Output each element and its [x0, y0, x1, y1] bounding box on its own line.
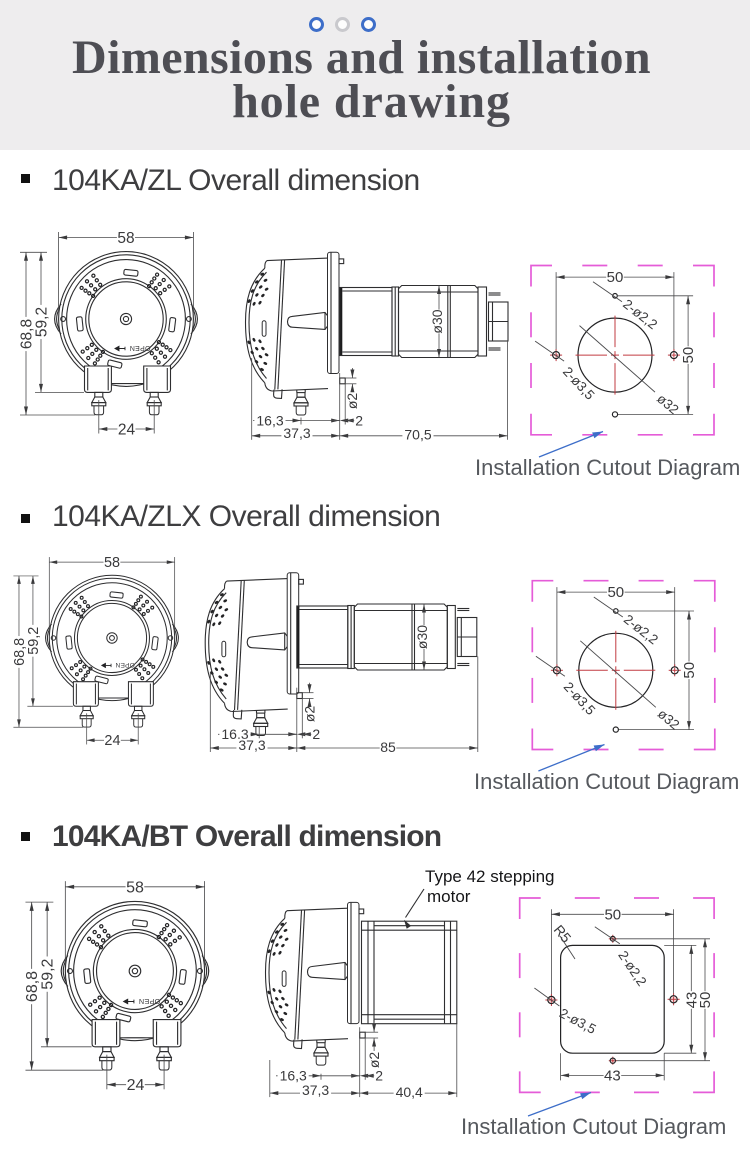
dimension-label: 2 — [375, 1068, 383, 1084]
dimension-label: 40,4 — [396, 1084, 423, 1100]
page-title: Dimensions and installation hole drawing — [0, 34, 723, 126]
dimension-label: 16,3 — [280, 1068, 307, 1084]
dimension-label: 68,8 — [18, 319, 35, 349]
dimension-label: 58 — [117, 230, 134, 247]
open-label-group: OPEN — [114, 344, 151, 352]
section-bullet — [21, 514, 30, 523]
dimension-label: 58 — [126, 879, 144, 896]
dimension-label: 43 — [604, 1068, 621, 1085]
dimension-label: 50 — [680, 347, 697, 364]
pump-front-view: OPEN 58 68,859,2 24 — [12, 555, 179, 749]
pagination-dot-blue[interactable] — [360, 17, 376, 32]
dimension-label: 24 — [127, 1077, 145, 1094]
dimension-label: 50 — [604, 906, 621, 923]
open-label: OPEN — [129, 344, 150, 351]
dimension-label: 70,5 — [404, 427, 431, 443]
cutout-caption-zlx: Installation Cutout Diagram — [474, 769, 740, 794]
dimension-label: 24 — [104, 733, 120, 749]
section-heading-104ka-zl: 104KA/ZL Overall dimension — [52, 164, 420, 197]
dimension-label: ø2 — [344, 393, 360, 410]
motor-note-line-2: motor — [427, 887, 471, 906]
dimension-label: 50 — [697, 992, 714, 1009]
title-line-2: hole drawing — [232, 75, 511, 128]
hole-spec-label: 2-ø2,2 — [621, 612, 661, 648]
dimension-label: 43 — [683, 992, 700, 1009]
installation-cutout-diagram: 50 50 2-ø2,2 2-ø3,5 ø32 — [531, 579, 716, 751]
dimension-label: 24 — [118, 421, 136, 438]
open-label-group: OPEN — [100, 661, 135, 668]
pump-front-view: OPEN 58 68,859,2 24 — [24, 879, 210, 1094]
motor-side — [296, 603, 478, 671]
dimension-label: ø2 — [301, 706, 317, 723]
motor-note-line-1: Type 42 stepping — [425, 867, 555, 886]
dimension-label: 59,2 — [40, 958, 57, 989]
installation-cutout-diagram: 50 50 2-ø2,2 2-ø3,5 ø32 — [530, 264, 715, 436]
hole-spec-label: 2-ø3,5 — [561, 679, 599, 718]
motor-note-leader — [404, 888, 425, 929]
open-label-group: OPEN — [122, 997, 161, 1006]
dimension-label: 50 — [607, 584, 624, 601]
stepper-motor-side — [360, 920, 458, 1025]
hole-spec-label: 2-ø3,5 — [557, 1005, 599, 1037]
pump-front-view: OPEN 58 68,859,2 24 — [18, 230, 198, 438]
dimension-label: 37,3 — [283, 425, 310, 441]
dimension-label: 2 — [312, 726, 320, 742]
section-bullet — [21, 174, 30, 183]
pump-side-view: ø2 16,3 2 37,3 40,4 — [264, 901, 458, 1100]
dimension-label: 16,3 — [221, 726, 248, 742]
pagination-dot-blue[interactable] — [308, 17, 324, 32]
dimension-label: ø30 — [429, 309, 445, 333]
hole-spec-label: ø32 — [654, 391, 681, 417]
section-bullet — [21, 832, 30, 841]
dimension-label: 2 — [355, 412, 363, 428]
open-label: OPEN — [115, 661, 135, 668]
dimension-label: 85 — [380, 739, 396, 755]
dimension-label: 59,2 — [33, 307, 50, 337]
title-line-1: Dimensions and installation — [72, 31, 651, 84]
dimension-label: 37,3 — [238, 737, 265, 753]
pagination-dot-gray[interactable] — [334, 17, 350, 32]
dimension-label: ø2 — [366, 1052, 382, 1069]
hole-spec-label: 2-ø3,5 — [560, 364, 598, 403]
motor-side — [339, 284, 509, 359]
pagination-dots — [0, 17, 717, 32]
dimension-label: 68,8 — [24, 971, 41, 1002]
dimension-label: 58 — [104, 555, 120, 571]
open-label: OPEN — [139, 997, 161, 1006]
dimension-label: 50 — [681, 662, 698, 679]
corner-radius-label: R5 — [551, 922, 575, 946]
hole-spec-label: 2-ø2,2 — [615, 948, 649, 989]
caption-arrow — [538, 430, 604, 458]
dimension-label: 16,3 — [256, 412, 283, 428]
section-heading-104ka-bt: 104KA/BT Overall dimension — [52, 820, 442, 853]
pump-side-view: ø30 ø2 16,3 2 37,3 85 — [204, 572, 479, 755]
cutout-caption-zl: Installation Cutout Diagram — [475, 455, 741, 480]
section-heading-104ka-zlx: 104KA/ZLX Overall dimension — [52, 500, 441, 533]
hole-spec-label: ø32 — [655, 706, 682, 732]
hole-spec-label: 2-ø2,2 — [620, 296, 660, 332]
cutout-caption-bt: Installation Cutout Diagram — [461, 1114, 727, 1139]
dimension-label: 37,3 — [302, 1082, 329, 1098]
dimension-label: 59,2 — [26, 627, 42, 655]
dimension-label: 68,8 — [12, 638, 28, 666]
dimension-label: ø30 — [414, 625, 430, 649]
dimension-label: 50 — [607, 269, 624, 286]
caption-arrow — [527, 1091, 592, 1117]
pump-side-view: ø30 ø2 16,3 2 37,3 70,5 — [244, 251, 509, 443]
caption-arrow — [538, 743, 605, 772]
